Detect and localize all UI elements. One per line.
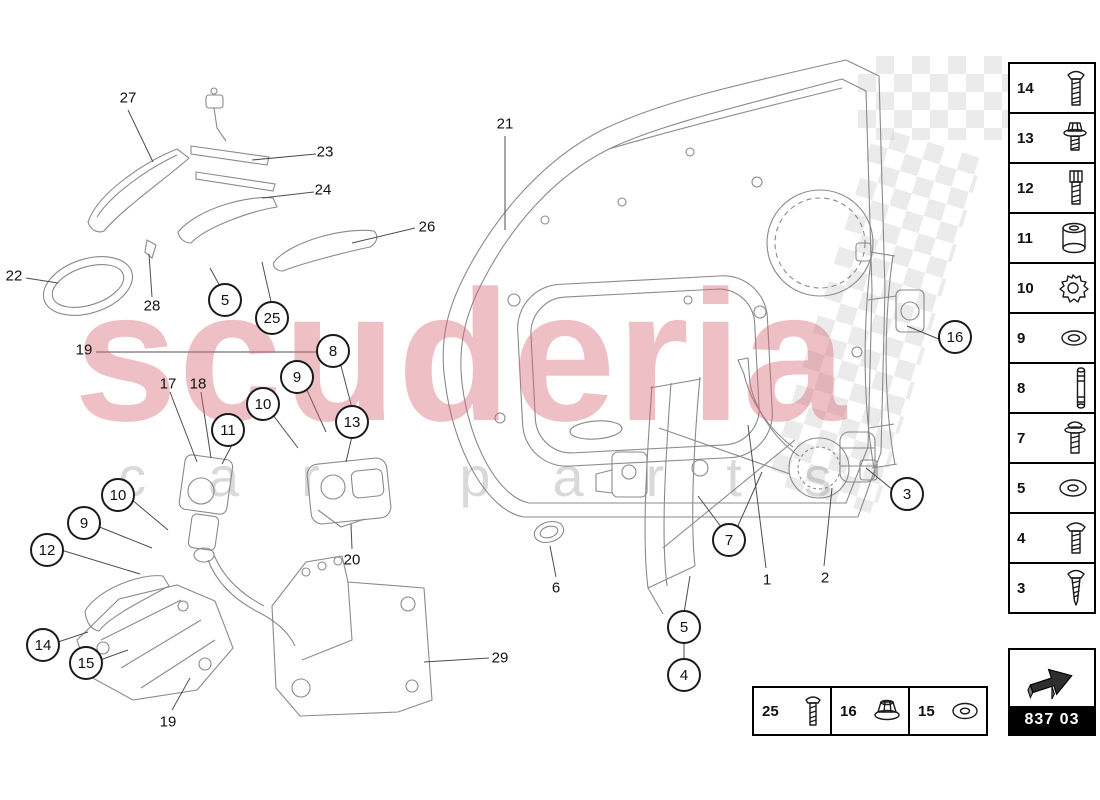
- sems-screw-icon: [1064, 421, 1086, 454]
- flange-nut-icon: [874, 699, 900, 721]
- legend-item: 15: [908, 686, 988, 736]
- callout-19: 19: [75, 341, 93, 359]
- parts-list-item: 12: [1008, 162, 1096, 214]
- callout-20: 20: [343, 551, 361, 569]
- part-number: 15: [918, 702, 935, 720]
- socket-head-screw-icon: [1069, 170, 1083, 205]
- callout-circle-13: 13: [335, 405, 369, 439]
- direction-arrow-icon: [1027, 668, 1073, 700]
- callout-circle-9: 9: [280, 360, 314, 394]
- callout-23: 23: [316, 143, 334, 161]
- callout-1: 1: [762, 571, 772, 589]
- callout-circle-15: 15: [69, 646, 103, 680]
- callout-circle-9b: 9: [67, 506, 101, 540]
- legend-row: 25 16 15: [752, 686, 988, 736]
- parts-sidebar: 14 13 12 11 10 9 8 7: [1008, 62, 1096, 614]
- callout-circle-12: 12: [30, 533, 64, 567]
- part-number: 4: [1017, 529, 1026, 547]
- callout-circle-11: 11: [211, 413, 245, 447]
- callout-24: 24: [314, 181, 332, 199]
- part-number: 13: [1017, 129, 1034, 147]
- callout-circle-5b: 5: [667, 610, 701, 644]
- part-number: 12: [1017, 179, 1034, 197]
- legend-item: 25: [752, 686, 832, 736]
- callout-circle-8: 8: [316, 334, 350, 368]
- flat-washer-icon: [1059, 479, 1087, 497]
- parts-list-item: 14: [1008, 62, 1096, 114]
- parts-list-item: 9: [1008, 312, 1096, 364]
- callout-circle-25: 25: [255, 301, 289, 335]
- leader-lines: [25, 109, 942, 711]
- callout-28: 28: [143, 297, 161, 315]
- star-washer-icon: [1059, 274, 1089, 303]
- checker-pattern-top: [858, 56, 1008, 140]
- callout-17: 17: [159, 375, 177, 393]
- part-number: 9: [1017, 329, 1026, 347]
- door-line-art: [42, 59, 925, 717]
- callout-26: 26: [418, 218, 436, 236]
- screw-icon: [805, 696, 821, 726]
- part-number: 11: [1017, 229, 1033, 247]
- callout-circle-10: 10: [246, 387, 280, 421]
- callout-circle-4: 4: [667, 658, 701, 692]
- diagram-code-box: 837 03: [1008, 648, 1096, 736]
- callout-circle-10b: 10: [101, 478, 135, 512]
- part-number: 16: [840, 702, 857, 720]
- part-number: 10: [1017, 279, 1034, 297]
- part-number: 8: [1017, 379, 1026, 397]
- parts-list-item: 4: [1008, 512, 1096, 564]
- callout-29: 29: [491, 649, 509, 667]
- stud-bolt-icon: [1076, 367, 1086, 409]
- callout-27: 27: [119, 89, 137, 107]
- callout-circle-7: 7: [712, 523, 746, 557]
- arrow-area: [1010, 650, 1094, 706]
- callout-2: 2: [820, 569, 830, 587]
- callout-circle-16: 16: [938, 320, 972, 354]
- part-number: 14: [1017, 79, 1034, 97]
- callout-21: 21: [496, 115, 514, 133]
- washer-icon: [952, 702, 978, 720]
- legend-item: 16: [830, 686, 910, 736]
- parts-list-item: 3: [1008, 562, 1096, 614]
- part-number: 5: [1017, 479, 1026, 497]
- washer-icon: [1061, 330, 1087, 346]
- parts-list-item: 5: [1008, 462, 1096, 514]
- flange-bolt-icon: [1063, 122, 1087, 151]
- parts-list-item: 8: [1008, 362, 1096, 414]
- parts-list-item: 13: [1008, 112, 1096, 164]
- callout-circle-3: 3: [890, 477, 924, 511]
- pan-screw-icon: [1066, 522, 1086, 554]
- bushing-icon: [1062, 222, 1086, 254]
- parts-list-item: 11: [1008, 212, 1096, 264]
- callout-18: 18: [189, 375, 207, 393]
- diagram-code: 837 03: [1010, 706, 1094, 734]
- callout-circle-5: 5: [208, 283, 242, 317]
- parts-list-item: 7: [1008, 412, 1096, 464]
- callout-circle-14: 14: [26, 628, 60, 662]
- pan-head-screw-icon: [1067, 70, 1085, 106]
- part-number: 7: [1017, 429, 1026, 447]
- callout-6: 6: [551, 579, 561, 597]
- part-number: 3: [1017, 579, 1026, 597]
- parts-list-item: 10: [1008, 262, 1096, 314]
- part-number: 25: [762, 702, 779, 720]
- callout-19b: 19: [159, 713, 177, 731]
- self-tapping-screw-icon: [1067, 569, 1085, 606]
- callout-22: 22: [5, 267, 23, 285]
